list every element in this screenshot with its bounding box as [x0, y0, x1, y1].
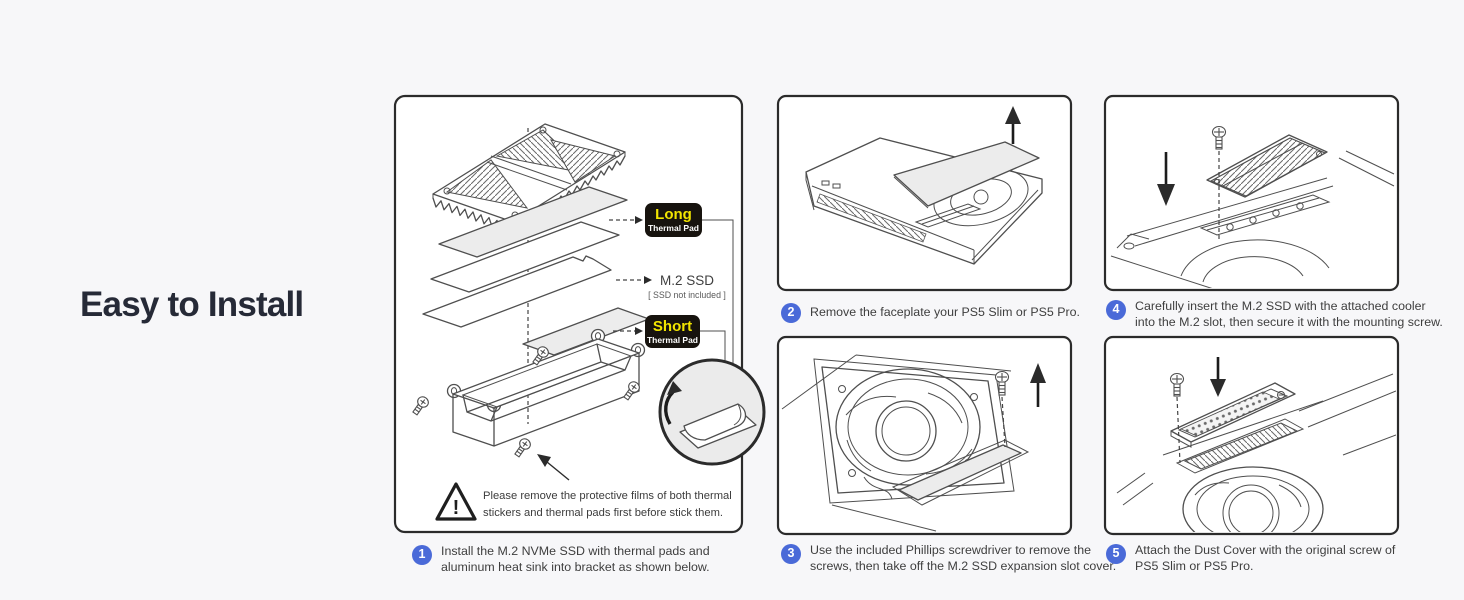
panel-step1-exploded-diagram: Long Thermal Pad M.2 SSD [ SSD not inclu…	[393, 94, 766, 534]
lift-arrow-icon	[1030, 363, 1046, 407]
step-5-number: 5	[1112, 546, 1120, 561]
step-1-text: Install the M.2 NVMe SSD with thermal pa…	[441, 544, 710, 574]
slot-cover-illustration	[898, 444, 1022, 501]
ssd-cooler-illustration	[1209, 137, 1327, 197]
bracket-illustration	[446, 328, 646, 447]
ssd-in-slot-illustration	[1183, 422, 1299, 470]
peel-arrow-icon	[664, 390, 675, 425]
m2-ssd-label: M.2 SSD [ SSD not included ]	[648, 273, 726, 300]
step-5-caption: 5 Attach the Dust Cover with the origina…	[1106, 543, 1417, 575]
step-2-text: Remove the faceplate your PS5 Slim or PS…	[810, 304, 1080, 319]
m2-ssd-label-note: [ SSD not included ]	[648, 290, 726, 300]
step-2-caption: 2 Remove the faceplate your PS5 Slim or …	[781, 302, 1080, 323]
warning-text-line1: Please remove the protective films of bo…	[483, 490, 732, 502]
step-3-caption: 3 Use the included Phillips screwdriver …	[781, 543, 1120, 575]
long-badge-subtitle: Thermal Pad	[648, 223, 699, 233]
page-title: Easy to Install	[80, 285, 304, 324]
step-1-badge: 1	[412, 545, 432, 565]
step-4-text: Carefully insert the M.2 SSD with the at…	[1135, 299, 1443, 329]
m2-slot-illustration	[1110, 134, 1395, 288]
panel-step3-remove-slot-cover	[776, 335, 1073, 536]
step-3-text: Use the included Phillips screwdriver to…	[810, 543, 1117, 573]
attach-arrow-icon	[1210, 357, 1226, 397]
screw-icon	[1169, 372, 1185, 397]
warning-text-line2: stickers and thermal pads first before s…	[483, 507, 723, 519]
short-pad-connector-line	[700, 330, 726, 362]
long-pad-connector-line	[702, 219, 734, 365]
m2-ssd-illustration	[422, 255, 612, 328]
dust-cover-bay-illustration	[1116, 373, 1396, 532]
screw-pointer-arrow-icon	[537, 454, 570, 481]
step-4-caption: 4 Carefully insert the M.2 SSD with the …	[1106, 299, 1443, 331]
short-badge-title: Short	[653, 318, 692, 335]
heatsink-illustration	[432, 123, 626, 233]
long-badge-title: Long	[655, 206, 692, 223]
protective-film-illustration	[430, 221, 620, 293]
screw-icon	[1211, 125, 1227, 150]
m2-ssd-label-title: M.2 SSD	[660, 273, 714, 288]
step-2-badge: 2	[781, 303, 801, 323]
warning-mark: !	[453, 497, 460, 519]
panel-step5-attach-dust-cover	[1103, 335, 1400, 536]
step-5-badge: 5	[1106, 544, 1126, 564]
step-2-number: 2	[787, 305, 795, 320]
short-badge-subtitle: Thermal Pad	[647, 335, 698, 345]
step-5-text: Attach the Dust Cover with the original …	[1135, 543, 1396, 573]
ps5-console-illustration	[805, 137, 1043, 265]
step-4-number: 4	[1112, 302, 1120, 317]
label-arrows	[609, 216, 652, 335]
screw-guide-dashed-line	[1001, 396, 1006, 448]
step-4-badge: 4	[1106, 300, 1126, 320]
step-3-number: 3	[787, 546, 795, 561]
panel-step2-remove-faceplate	[776, 94, 1073, 292]
long-thermal-pad-badge: Long Thermal Pad	[645, 203, 702, 237]
step-1-caption: 1 Install the M.2 NVMe SSD with thermal …	[412, 544, 736, 576]
short-thermal-pad-badge: Short Thermal Pad	[645, 315, 700, 348]
film-peel-inset	[658, 358, 766, 466]
panel-step4-insert-ssd	[1103, 94, 1400, 292]
warning-icon	[435, 482, 477, 521]
ps5-fan-bay-illustration	[781, 354, 1030, 532]
screw-icon	[994, 370, 1010, 396]
long-thermal-pad-illustration	[438, 186, 628, 258]
lift-arrow-icon	[1005, 106, 1021, 144]
insert-arrow-icon	[1157, 152, 1175, 206]
step-1-number: 1	[418, 547, 426, 562]
warning-note: ! Please remove the protective films of …	[435, 482, 732, 521]
faceplate-illustration	[893, 141, 1040, 207]
screws-illustration	[412, 346, 640, 458]
step-3-badge: 3	[781, 544, 801, 564]
